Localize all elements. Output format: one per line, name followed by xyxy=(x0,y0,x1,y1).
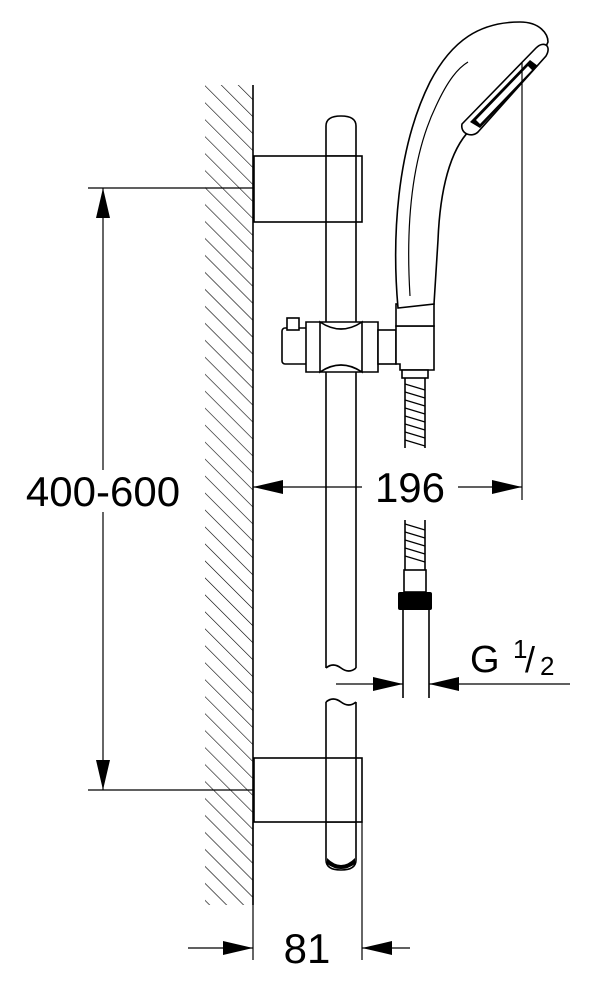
dimension-height-label: 400-600 xyxy=(26,468,180,515)
shower-rail xyxy=(325,115,357,871)
rail-lower-tube xyxy=(325,702,357,758)
hose-coil-lower xyxy=(404,523,426,563)
rail-bottom-cap xyxy=(325,821,357,871)
hose-coil-upper xyxy=(404,383,426,447)
wall-hatching xyxy=(205,85,253,905)
rail-break-upper xyxy=(325,664,357,672)
slider-knob xyxy=(281,327,309,365)
slider-knob-tip xyxy=(286,317,300,331)
arrow-depth-left xyxy=(223,941,253,955)
hose-swivel xyxy=(395,325,435,371)
arrow-height-bottom xyxy=(96,760,110,790)
hose-ferrule xyxy=(403,569,427,593)
rail-top-cap xyxy=(325,115,357,157)
arrow-thread-right xyxy=(429,677,459,691)
dimension-thread: G 1 / 2 xyxy=(336,634,570,691)
dimension-depth: 81 xyxy=(188,822,410,972)
dimension-projection: 196 xyxy=(253,62,523,511)
rail-break-lower xyxy=(325,698,357,706)
dimension-thread-denominator: 2 xyxy=(540,651,554,681)
dimension-thread-letter: G xyxy=(470,639,500,681)
arrow-height-top xyxy=(96,188,110,218)
lower-wall-bracket xyxy=(253,757,363,823)
arrow-thread-left xyxy=(373,677,403,691)
arrow-depth-right xyxy=(362,941,392,955)
dimension-thread-slash: / xyxy=(525,639,535,680)
hand-shower-body xyxy=(394,21,549,309)
hand-shower-spray-ring-inner xyxy=(476,66,532,124)
dimension-thread-numerator: 1 xyxy=(513,634,527,664)
rail-bottom-cap-tip xyxy=(327,858,355,869)
dimension-projection-label: 196 xyxy=(375,464,445,511)
hose-upper xyxy=(401,369,429,448)
arrow-projection-right xyxy=(492,480,522,494)
hose-lower xyxy=(398,520,432,698)
hand-shower-inner-contour xyxy=(408,61,469,297)
wall xyxy=(205,85,254,905)
arrow-projection-left xyxy=(253,480,283,494)
hand-shower xyxy=(394,21,549,309)
hose-knurled-nut xyxy=(398,592,432,610)
dimension-depth-label: 81 xyxy=(284,925,331,972)
slider-holder xyxy=(281,303,435,374)
slider-arm xyxy=(377,329,397,365)
upper-wall-bracket xyxy=(253,155,363,223)
hose-nut-upper xyxy=(401,369,429,379)
dimension-height: 400-600 xyxy=(26,187,253,791)
rail-upper-tube xyxy=(325,222,357,668)
slider-clamp-shape xyxy=(319,320,363,374)
